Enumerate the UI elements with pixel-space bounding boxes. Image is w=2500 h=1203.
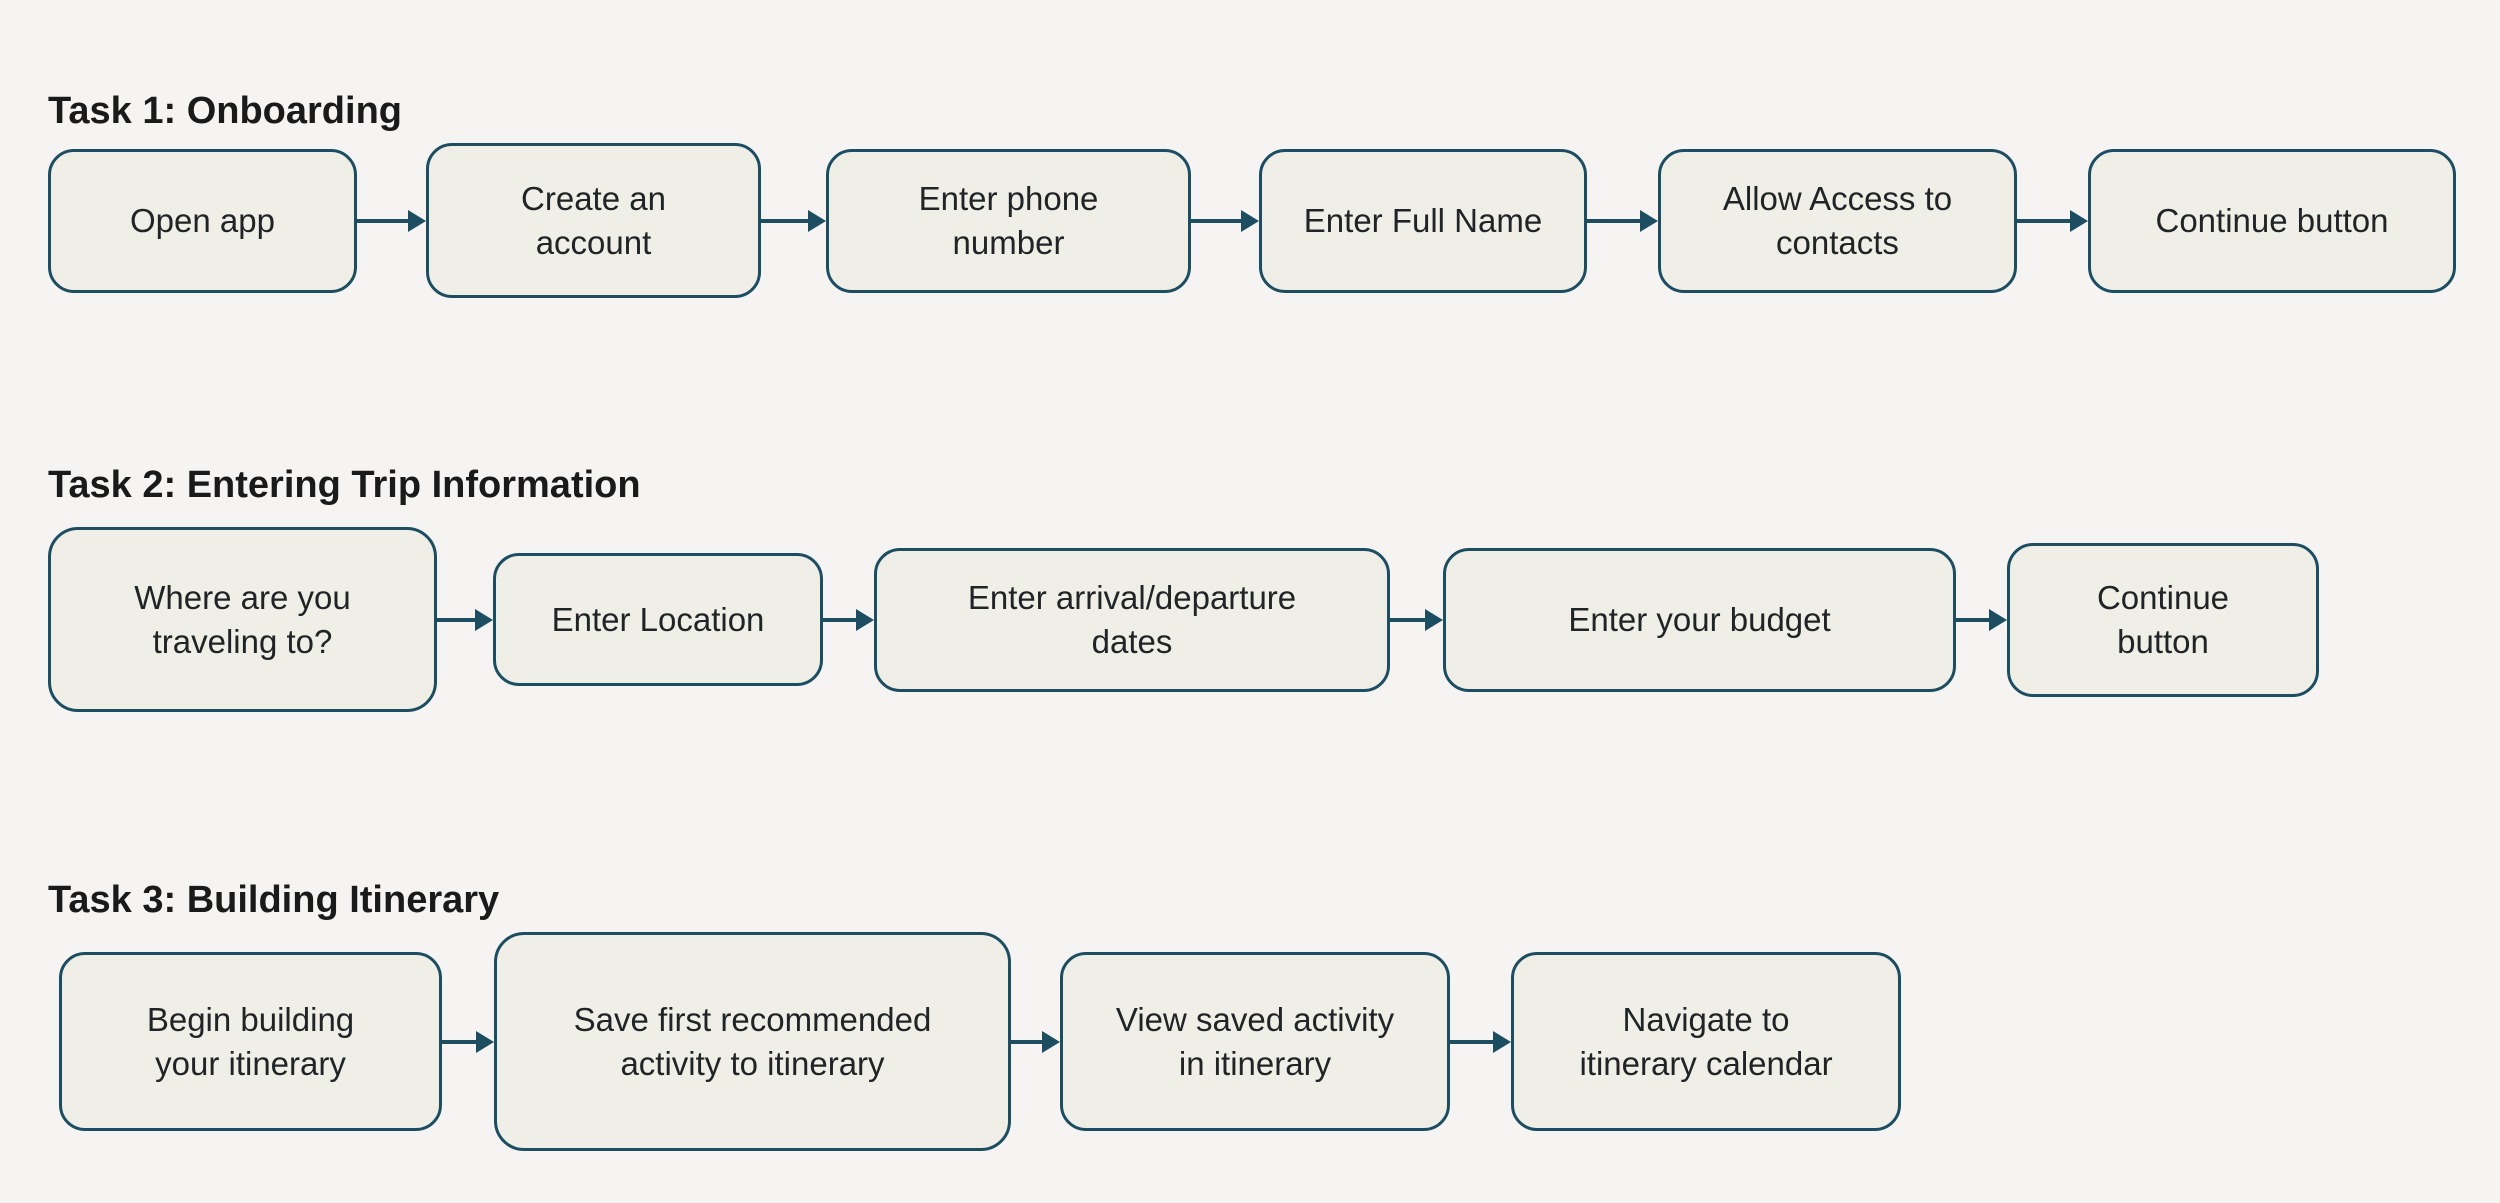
arrow-head-icon: [856, 608, 874, 631]
flow-arrow: [823, 608, 874, 631]
step-enter-phone-number: Enter phone number: [826, 148, 1191, 293]
arrow-head-icon: [475, 608, 493, 631]
step-enter-arrival-departure-dates: Enter arrival/departure dates: [874, 547, 1390, 692]
step-enter-location: Enter Location: [493, 553, 823, 686]
arrow-head-icon: [1425, 608, 1443, 631]
arrow-head-icon: [1989, 608, 2007, 631]
flow-arrow: [1191, 209, 1259, 232]
step-navigate-itinerary-calendar: Navigate to itinerary calendar: [1511, 952, 1901, 1131]
arrow-line: [437, 617, 476, 622]
step-view-saved-activity: View saved activity in itinerary: [1060, 952, 1450, 1131]
arrow-head-icon: [2070, 209, 2088, 232]
flow-title-building-itinerary: Task 3: Building Itinerary: [48, 878, 500, 921]
arrow-head-icon: [476, 1030, 494, 1053]
arrow-line: [2017, 218, 2071, 223]
arrow-line: [357, 218, 409, 223]
arrow-line: [1191, 218, 1242, 223]
flow-title-trip-information: Task 2: Entering Trip Information: [48, 463, 641, 506]
flow-arrow: [761, 209, 826, 232]
arrow-line: [1390, 617, 1426, 622]
arrow-line: [1450, 1039, 1494, 1044]
flow-arrow: [1390, 608, 1443, 631]
step-create-account: Create an account: [426, 143, 761, 298]
arrow-head-icon: [1241, 209, 1259, 232]
flow-arrow: [357, 209, 426, 232]
arrow-line: [1956, 617, 1990, 622]
step-open-app: Open app: [48, 148, 357, 293]
step-begin-building-itinerary: Begin building your itinerary: [59, 952, 442, 1131]
flow-row-building-itinerary: Begin building your itinerary Save first…: [59, 932, 1901, 1151]
flow-arrow: [2017, 209, 2088, 232]
flow-row-trip-information: Where are you traveling to? Enter Locati…: [48, 527, 2319, 712]
arrow-head-icon: [1640, 209, 1658, 232]
flow-arrow: [437, 608, 493, 631]
arrow-head-icon: [808, 209, 826, 232]
flow-arrow: [1587, 209, 1658, 232]
step-continue-button-trip: Continue button: [2007, 542, 2319, 697]
flow-arrow: [442, 1030, 494, 1053]
flow-title-onboarding: Task 1: Onboarding: [48, 89, 403, 132]
arrow-line: [1587, 218, 1641, 223]
arrow-head-icon: [1493, 1030, 1511, 1053]
arrow-head-icon: [1042, 1030, 1060, 1053]
arrow-head-icon: [408, 209, 426, 232]
arrow-line: [442, 1039, 477, 1044]
arrow-line: [1011, 1039, 1043, 1044]
arrow-line: [823, 617, 857, 622]
flow-arrow: [1011, 1030, 1060, 1053]
flow-arrow: [1450, 1030, 1511, 1053]
arrow-line: [761, 218, 809, 223]
step-allow-access-contacts: Allow Access to contacts: [1658, 148, 2017, 293]
flow-arrow: [1956, 608, 2007, 631]
step-where-traveling-to: Where are you traveling to?: [48, 527, 437, 712]
step-continue-button-onboarding: Continue button: [2088, 148, 2456, 293]
step-enter-your-budget: Enter your budget: [1443, 547, 1956, 692]
step-enter-full-name: Enter Full Name: [1259, 148, 1587, 293]
flow-row-onboarding: Open app Create an account Enter phone n…: [48, 143, 2456, 298]
step-save-first-recommended-activity: Save first recommended activity to itine…: [494, 932, 1011, 1151]
